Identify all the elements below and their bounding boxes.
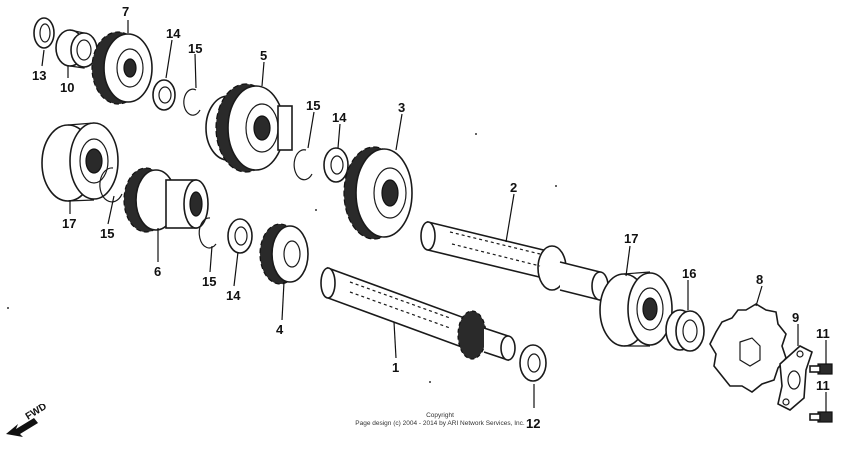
callout-3: 3 <box>398 100 405 115</box>
callout-13: 13 <box>32 68 46 83</box>
callout-7: 7 <box>122 4 129 19</box>
callout-5: 5 <box>260 48 267 63</box>
part-15-circlip-middle[interactable] <box>293 149 313 181</box>
callout-9: 9 <box>792 310 799 325</box>
callout-11-lower: 11 <box>816 378 830 393</box>
part-2-shaft[interactable] <box>420 220 609 302</box>
part-14-washer-middle[interactable] <box>323 147 349 183</box>
part-15-circlip-left[interactable] <box>99 167 123 203</box>
part-12-washer[interactable] <box>519 344 547 382</box>
copyright-notice: Copyright Page design (c) 2004 - 2014 by… <box>330 412 550 428</box>
callout-labels: 7 13 10 14 15 5 15 14 3 2 17 15 6 15 14 … <box>32 4 830 431</box>
callout-11-upper: 11 <box>816 326 830 341</box>
part-15-circlip-upper[interactable] <box>183 88 201 116</box>
part-3-gear[interactable] <box>343 146 413 240</box>
callout-17-right: 17 <box>624 231 638 246</box>
part-17-bearing-right[interactable] <box>599 271 673 347</box>
part-5-gear[interactable] <box>205 83 293 173</box>
callout-1: 1 <box>392 360 399 375</box>
callout-15-left: 15 <box>100 226 114 241</box>
callout-2: 2 <box>510 180 517 195</box>
callout-14-lower: 14 <box>226 288 241 303</box>
callout-10: 10 <box>60 80 74 95</box>
fwd-label: FWD <box>24 404 49 423</box>
fwd-arrow-icon: FWD <box>6 404 49 437</box>
part-14-washer-upper[interactable] <box>152 79 176 111</box>
part-7-gear[interactable] <box>91 31 153 105</box>
callout-17-left: 17 <box>62 216 76 231</box>
part-14-washer-lower[interactable] <box>227 218 253 254</box>
copyright-line-1: Copyright <box>426 412 454 419</box>
part-1-shaft[interactable] <box>320 266 516 362</box>
part-11-bolt-upper[interactable] <box>809 363 833 375</box>
part-13-washer[interactable] <box>33 17 55 49</box>
part-10-bushing[interactable] <box>55 29 98 69</box>
callout-16: 16 <box>682 266 696 281</box>
callout-14-upper: 14 <box>166 26 181 41</box>
part-15-circlip-lower[interactable] <box>198 217 217 249</box>
callout-6: 6 <box>154 264 161 279</box>
print-dots <box>7 133 557 383</box>
part-16-seal[interactable] <box>665 309 705 352</box>
copyright-line-2: Page design (c) 2004 - 2014 by ARI Netwo… <box>355 420 525 427</box>
callout-15-lower: 15 <box>202 274 216 289</box>
part-17-bearing-left[interactable] <box>41 122 119 202</box>
leader-lines <box>41 20 827 412</box>
part-9-plate[interactable] <box>777 345 813 411</box>
part-4-gear[interactable] <box>259 223 309 285</box>
part-8-sprocket[interactable] <box>709 303 787 393</box>
callout-15-middle: 15 <box>306 98 320 113</box>
callout-4: 4 <box>276 322 284 337</box>
callout-14-middle: 14 <box>332 110 347 125</box>
callout-15-upper: 15 <box>188 41 202 56</box>
callout-8: 8 <box>756 272 763 287</box>
callout-12: 12 <box>526 416 540 431</box>
part-6-gear[interactable] <box>123 167 209 233</box>
part-11-bolt-lower[interactable] <box>809 411 833 423</box>
